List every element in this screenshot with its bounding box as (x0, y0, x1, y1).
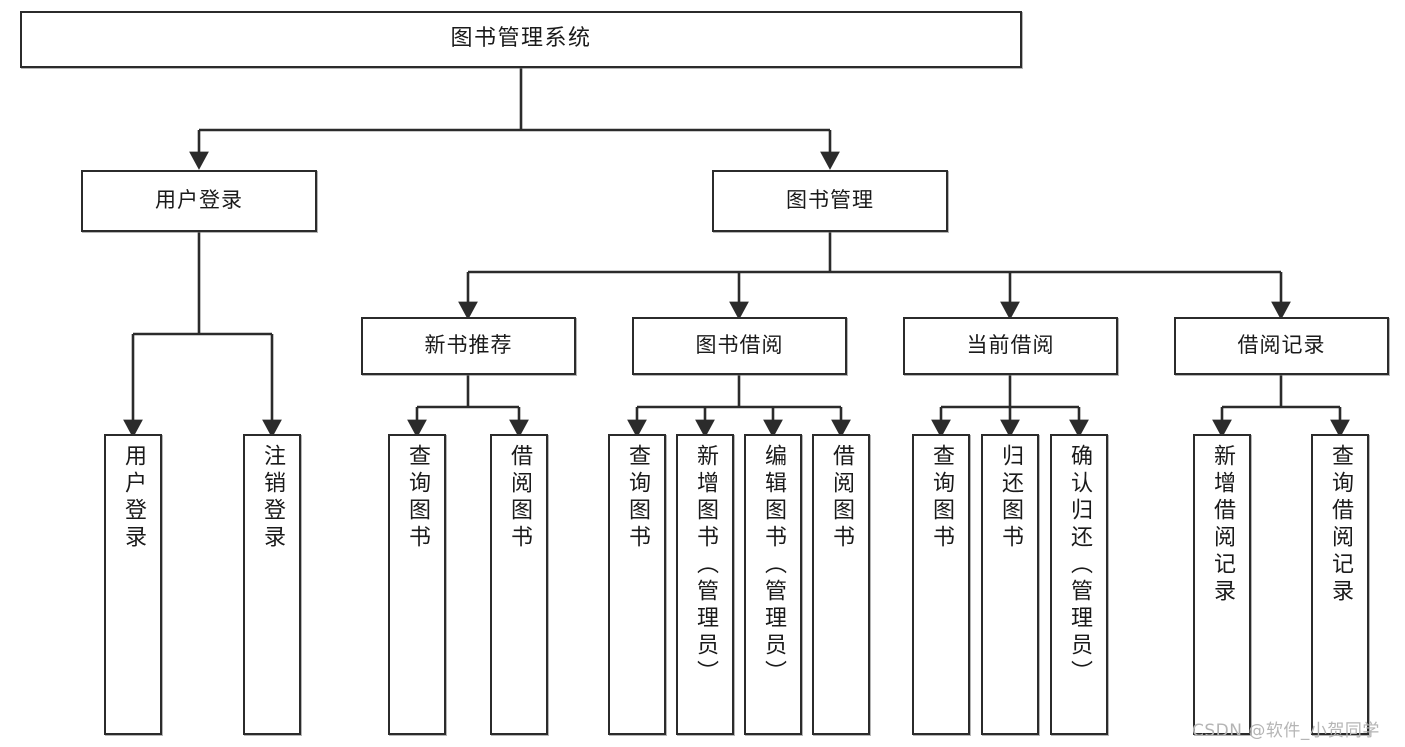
node-leaf-user-login[interactable]: 用户登录 (104, 434, 162, 735)
node-user-login[interactable]: 用户登录 (81, 170, 317, 232)
node-leaf-add-book[interactable]: 新增图书（管理员） (676, 434, 734, 735)
node-book-borrow[interactable]: 图书借阅 (632, 317, 847, 375)
node-leaf-edit-book[interactable]: 编辑图书（管理员） (744, 434, 802, 735)
node-leaf-query-book-1[interactable]: 查询图书 (388, 434, 446, 735)
node-label: 新增图书（管理员） (693, 444, 718, 687)
node-leaf-query-book-3[interactable]: 查询图书 (912, 434, 970, 735)
node-label: 确认归还（管理员） (1067, 444, 1092, 687)
node-leaf-query-book-2[interactable]: 查询图书 (608, 434, 666, 735)
node-label: 借阅图书 (507, 444, 532, 552)
node-label: 用户登录 (121, 444, 146, 552)
node-label: 当前借阅 (966, 333, 1055, 358)
node-book-management[interactable]: 图书管理 (712, 170, 948, 232)
node-leaf-add-record[interactable]: 新增借阅记录 (1193, 434, 1251, 735)
node-leaf-logout[interactable]: 注销登录 (243, 434, 301, 735)
node-label: 图书管理 (786, 188, 874, 213)
node-label: 查询借阅记录 (1328, 444, 1353, 606)
csdn-watermark: CSDN @软件_小贺同学 (1192, 721, 1380, 741)
node-label: 查询图书 (625, 444, 650, 552)
node-leaf-query-record[interactable]: 查询借阅记录 (1311, 434, 1369, 735)
node-label: 归还图书 (998, 444, 1023, 552)
node-leaf-borrow-book-2[interactable]: 借阅图书 (812, 434, 870, 735)
node-leaf-confirm-return[interactable]: 确认归还（管理员） (1050, 434, 1108, 735)
node-label: 新书推荐 (424, 333, 513, 358)
node-label: 查询图书 (405, 444, 430, 552)
node-leaf-return-book[interactable]: 归还图书 (981, 434, 1039, 735)
node-root-book-management-system[interactable]: 图书管理系统 (20, 11, 1022, 68)
node-label: 借阅记录 (1237, 333, 1326, 358)
node-leaf-borrow-book-1[interactable]: 借阅图书 (490, 434, 548, 735)
node-label: 注销登录 (260, 444, 285, 552)
node-label: 编辑图书（管理员） (761, 444, 786, 687)
node-label: 新增借阅记录 (1210, 444, 1235, 606)
node-current-borrow[interactable]: 当前借阅 (903, 317, 1118, 375)
node-borrow-record[interactable]: 借阅记录 (1174, 317, 1389, 375)
node-label: 借阅图书 (829, 444, 854, 552)
node-label: 图书借阅 (695, 333, 784, 358)
node-label: 用户登录 (155, 188, 243, 213)
node-label: 查询图书 (929, 444, 954, 552)
node-new-book-recommend[interactable]: 新书推荐 (361, 317, 576, 375)
node-label: 图书管理系统 (450, 26, 592, 52)
